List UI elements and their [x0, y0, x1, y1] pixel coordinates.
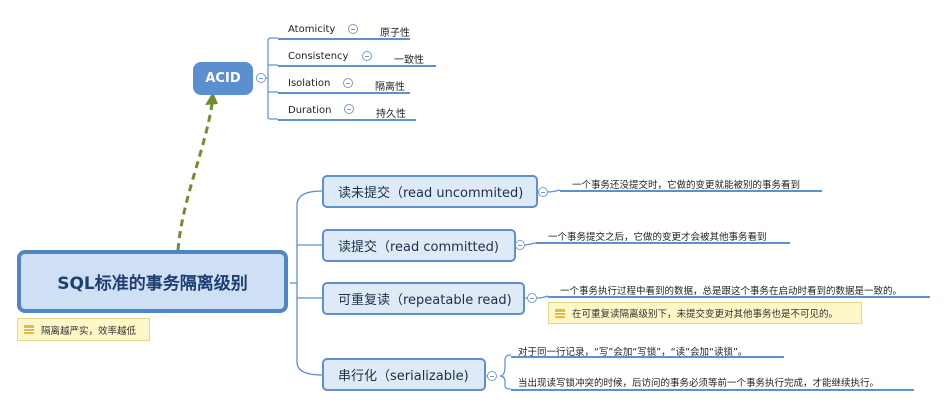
level-read-committed[interactable]: 读提交（read committed) [322, 229, 516, 262]
central-note-text: 隔离越严实，效率越低 [41, 325, 137, 337]
acid-item-cn: 持久性 [376, 109, 406, 120]
collapse-icon[interactable] [487, 371, 497, 381]
acid-item-en: Atomicity [288, 24, 336, 35]
level-note[interactable]: 在可重复读隔离级别下，未提交变更对其他事务也是不可见的。 [548, 302, 862, 324]
acid-item-cn: 隔离性 [375, 82, 405, 93]
acid-item-en: Isolation [288, 78, 331, 89]
central-note[interactable]: 隔离越严实，效率越低 [17, 318, 150, 341]
level-repeatable-read[interactable]: 可重复读（repeatable read) [322, 282, 525, 315]
level-serializable[interactable]: 串行化（serializable) [322, 358, 486, 391]
central-topic-label: SQL标准的事务隔离级别 [57, 274, 248, 294]
acid-topic[interactable]: ACID [193, 62, 253, 95]
collapse-icon[interactable] [343, 78, 353, 88]
level-description: 一个事务执行过程中看到的数据，总是跟这个事务在启动时看到的数据是一致的。 [560, 286, 903, 297]
note-icon [24, 325, 34, 334]
level-label: 读未提交（read uncommited) [338, 186, 524, 201]
collapse-icon[interactable] [527, 293, 537, 303]
collapse-icon[interactable] [362, 51, 372, 61]
acid-label: ACID [205, 71, 241, 86]
level-description: 一个事务提交之后，它做的变更才会被其他事务看到 [548, 232, 767, 243]
relation-arrow [176, 103, 214, 251]
level-note-text: 在可重复读隔离级别下，未提交变更对其他事务也是不可见的。 [572, 309, 839, 320]
acid-item-en: Duration [288, 105, 332, 116]
relation-arrowhead [205, 92, 218, 105]
level-read-uncommitted[interactable]: 读未提交（read uncommited) [322, 175, 538, 208]
level-label: 可重复读（repeatable read) [338, 293, 512, 308]
collapse-icon[interactable] [344, 104, 354, 114]
collapse-icon[interactable] [348, 24, 358, 34]
central-topic[interactable]: SQL标准的事务隔离级别 [17, 250, 288, 313]
level-description: 一个事务还没提交时，它做的变更就能被别的事务看到 [572, 180, 801, 191]
note-icon [555, 308, 565, 318]
acid-item-en: Consistency [288, 51, 349, 62]
level-label: 串行化（serializable) [338, 369, 469, 384]
level-label: 读提交（read committed) [338, 240, 499, 255]
level-description: 对于同一行记录，“写”会加“写锁”，“读”会加“读锁”。 [518, 347, 748, 358]
acid-item-cn: 原子性 [380, 28, 410, 39]
collapse-icon[interactable] [515, 240, 525, 250]
collapse-icon[interactable] [538, 187, 548, 197]
acid-collapse-icon[interactable] [256, 73, 266, 83]
acid-item-cn: 一致性 [394, 55, 424, 66]
level-description: 当出现读写锁冲突的时候，后访问的事务必须等前一个事务执行完成，才能继续执行。 [518, 378, 880, 389]
